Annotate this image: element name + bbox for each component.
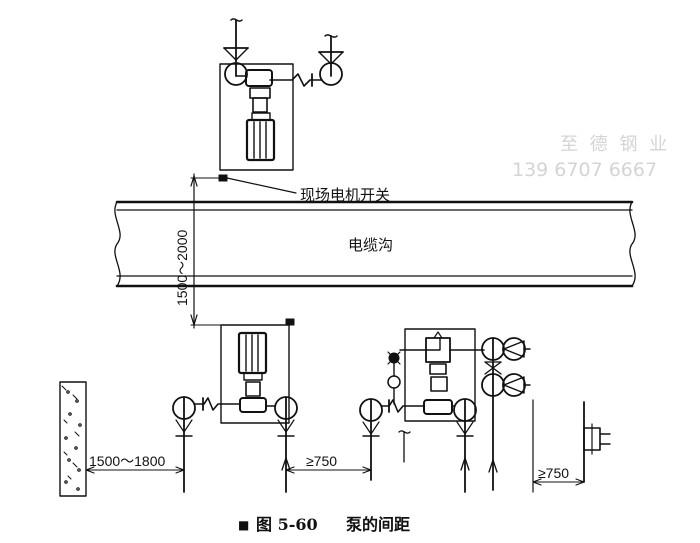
figure-number: 图 5-60 <box>256 515 318 534</box>
bottom-pump-2 <box>359 328 531 493</box>
cable-trench-label: 电缆沟 <box>348 236 393 254</box>
pump-gap-1-label: ≥750 <box>306 453 337 469</box>
vertical-dimension <box>190 173 295 329</box>
watermark-company: 至 德 钢 业 <box>560 134 670 155</box>
right-equipment <box>532 399 611 493</box>
bottom-pump-1 <box>172 324 298 493</box>
top-pump-frame <box>219 63 294 171</box>
dim-pump1-to-pump2 <box>285 466 372 474</box>
site-motor-switch <box>218 174 228 182</box>
dim-pump2-to-end <box>532 478 585 486</box>
top-pump-group <box>218 18 344 194</box>
site-motor-switch-label: 现场电机开关 <box>300 186 390 204</box>
switch-leader-line <box>226 177 297 194</box>
wall <box>59 381 87 497</box>
dim-wall-to-pump <box>85 466 185 474</box>
top-right-valve <box>319 62 343 86</box>
cable-trench <box>114 200 636 288</box>
pump-gap-2-label: ≥750 <box>538 465 569 481</box>
figure-title: 泵的间距 <box>345 515 410 534</box>
top-pump-casing <box>245 69 273 87</box>
watermark-phone: 139 6707 6667 <box>512 159 657 181</box>
caption-marker: ■ <box>238 518 249 532</box>
vertical-dimension-label: 1500～2000 <box>174 229 190 306</box>
wall-spacing-label: 1500～1800 <box>89 453 166 469</box>
